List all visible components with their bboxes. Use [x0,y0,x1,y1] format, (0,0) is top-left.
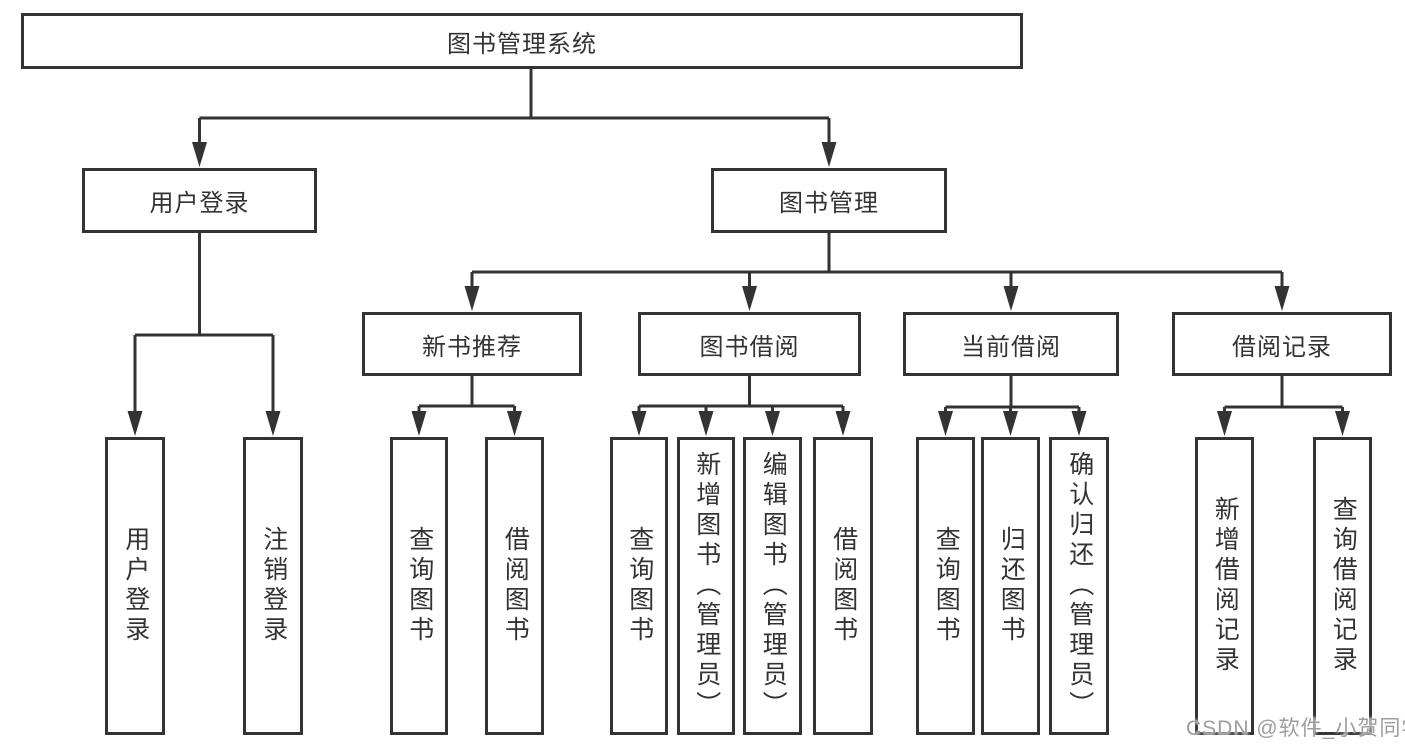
node-leaf-borrow-book-2: 借阅图书 [813,437,873,735]
node-user-login: 用户登录 [82,168,317,233]
branch-current-borrow [938,375,1087,436]
arrowhead [1335,411,1350,436]
node-leaf-edit-book: 编辑图书（管理员） [743,437,802,735]
node-label-leaf-return-book: 归还图书 [997,526,1026,646]
node-label-leaf-query-book-1: 查询图书 [405,526,434,646]
node-label-book-mgmt: 图书管理 [779,190,879,217]
arrowhead [1003,411,1018,436]
node-label-leaf-query-book-3: 查询图书 [932,526,961,646]
arrowhead [192,142,207,167]
branch-book-mgmt [464,232,1290,311]
node-label-leaf-add-book: 新增图书（管理员） [692,451,721,721]
arrowhead [127,411,143,436]
node-leaf-user-login: 用户登录 [105,437,165,735]
node-label-leaf-query-record: 查询借阅记录 [1329,496,1358,676]
branch-root [192,68,837,167]
arrowhead [765,411,780,436]
node-book-mgmt: 图书管理 [711,168,947,233]
node-label-leaf-query-book-2: 查询图书 [625,526,654,646]
node-borrow-records: 借阅记录 [1172,312,1392,376]
node-label-leaf-logout: 注销登录 [259,526,288,646]
branch-new-book-rec [411,375,522,436]
node-leaf-query-book-3: 查询图书 [916,437,975,735]
arrowhead [938,411,953,436]
arrowhead [1071,411,1087,436]
node-leaf-query-book-1: 查询图书 [390,437,448,735]
branch-user-login [127,232,281,436]
node-label-leaf-borrow-book-2: 借阅图书 [829,526,858,646]
node-leaf-return-book: 归还图书 [981,437,1040,735]
node-leaf-add-book: 新增图书（管理员） [677,437,735,735]
node-leaf-borrow-book-1: 借阅图书 [485,437,544,735]
arrowhead [1217,411,1232,436]
arrowhead [835,411,851,436]
arrowhead [507,411,522,436]
node-leaf-query-book-2: 查询图书 [610,437,668,735]
arrowhead [1003,286,1019,311]
node-label-leaf-confirm-return: 确认归还（管理员） [1065,451,1094,721]
arrowhead [821,142,837,167]
arrowhead [265,411,281,436]
node-root: 图书管理系统 [21,13,1023,69]
watermark: CSDN @软件_小贺同学 [1186,717,1405,740]
arrowhead [631,411,647,436]
node-label-borrow-records: 借阅记录 [1232,333,1332,361]
node-label-current-borrow: 当前借阅 [961,333,1061,361]
node-label-leaf-borrow-book-1: 借阅图书 [501,526,530,646]
node-new-book-rec: 新书推荐 [362,312,582,376]
arrowhead [742,286,757,311]
arrowhead [1274,286,1290,311]
arrowhead [698,411,714,436]
node-label-leaf-user-login: 用户登录 [121,526,150,646]
node-leaf-add-record: 新增借阅记录 [1195,437,1254,735]
arrowhead [464,286,480,311]
node-current-borrow: 当前借阅 [903,312,1119,376]
node-leaf-logout: 注销登录 [243,437,303,735]
node-label-user-login: 用户登录 [149,190,250,217]
node-label-leaf-add-record: 新增借阅记录 [1211,496,1240,676]
branch-borrow-records [1217,375,1350,436]
node-leaf-query-record: 查询借阅记录 [1313,437,1372,735]
node-label-book-borrow: 图书借阅 [699,333,800,361]
node-label-root: 图书管理系统 [447,30,597,58]
branch-book-borrow [631,375,851,436]
node-label-new-book-rec: 新书推荐 [422,333,522,361]
node-label-leaf-edit-book: 编辑图书（管理员） [759,451,788,721]
node-leaf-confirm-return: 确认归还（管理员） [1049,437,1109,735]
node-book-borrow: 图书借阅 [638,312,861,376]
arrowhead [411,411,427,436]
